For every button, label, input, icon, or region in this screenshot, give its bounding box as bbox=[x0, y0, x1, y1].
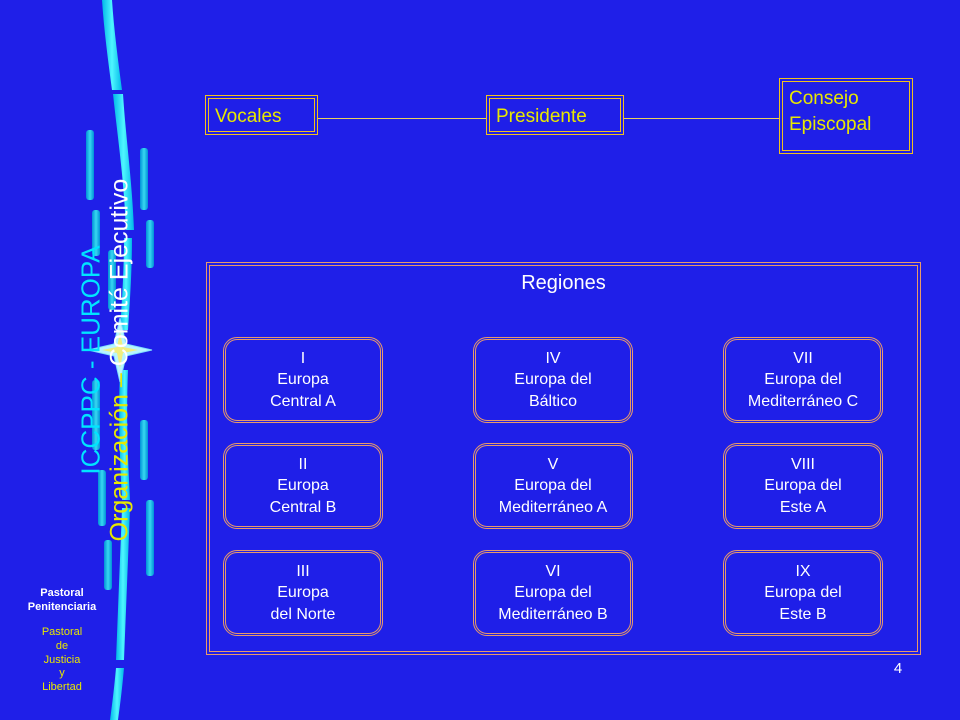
region-line: Europa bbox=[277, 584, 329, 602]
region-line: Central B bbox=[269, 498, 337, 516]
region-line: Europa del bbox=[764, 584, 842, 602]
region-numeral: VI bbox=[545, 562, 561, 580]
region-line: Europa del bbox=[764, 371, 842, 389]
region-numeral: I bbox=[300, 349, 306, 367]
side-subtitle-prefix: Organización – bbox=[105, 366, 134, 542]
regions-title: Regiones bbox=[521, 272, 606, 294]
region-line: Mediterráneo B bbox=[498, 605, 608, 623]
side-title: ICCPPC - EUROPA bbox=[75, 245, 106, 475]
region-line: Mediterráneo C bbox=[747, 392, 859, 410]
region-numeral: V bbox=[547, 455, 559, 473]
vocales-box: Vocales bbox=[205, 95, 318, 135]
footer-title-line: Penitenciaria bbox=[27, 601, 97, 614]
side-subtitle: Organización – Comité Ejecutivo bbox=[106, 179, 134, 542]
region-box: III Europa del Norte bbox=[223, 550, 383, 636]
region-line: Este B bbox=[779, 605, 827, 623]
region-line: Europa del bbox=[514, 584, 592, 602]
decorative-ribbons bbox=[86, 0, 154, 720]
region-numeral: III bbox=[296, 562, 310, 580]
region-numeral: IX bbox=[795, 562, 811, 580]
footer-sub-line: y bbox=[59, 667, 65, 680]
region-line: Europa bbox=[277, 477, 329, 495]
connector-line bbox=[624, 118, 780, 119]
region-box: VII Europa del Mediterráneo C bbox=[723, 337, 883, 423]
footer-sub-line: de bbox=[55, 639, 69, 652]
consejo-episcopal-box: Consejo Episcopal bbox=[779, 78, 913, 154]
consejo-label-line: Episcopal bbox=[789, 113, 872, 135]
footer-sub-line: Pastoral bbox=[41, 626, 83, 638]
footer-title: Pastoral Penitenciaria bbox=[0, 586, 124, 615]
region-box: II Europa Central B bbox=[223, 443, 383, 529]
region-line: Europa del bbox=[514, 477, 592, 495]
region-box: V Europa del Mediterráneo A bbox=[473, 443, 633, 529]
footer-subtitle: Pastoral de Justicia y Libertad bbox=[0, 626, 124, 695]
region-line: Mediterráneo A bbox=[498, 498, 608, 516]
region-box: I Europa Central A bbox=[223, 337, 383, 423]
regions-frame bbox=[206, 262, 921, 655]
side-title-block: ICCPPC - EUROPA Organización – Comité Ej… bbox=[75, 179, 134, 542]
vocales-label: Vocales bbox=[215, 106, 282, 127]
connector-line bbox=[318, 118, 486, 119]
region-line: del Norte bbox=[270, 605, 336, 623]
presidente-label: Presidente bbox=[496, 106, 587, 127]
presidente-box: Presidente bbox=[486, 95, 624, 135]
region-box: IV Europa del Báltico bbox=[473, 337, 633, 423]
region-numeral: VII bbox=[793, 349, 813, 367]
footer-title-line: Pastoral bbox=[40, 587, 84, 599]
footer-sub-line: Libertad bbox=[42, 681, 82, 693]
region-numeral: IV bbox=[545, 349, 561, 367]
region-line: Europa del bbox=[514, 371, 592, 389]
region-line: Europa del bbox=[764, 477, 842, 495]
region-line: Central A bbox=[270, 392, 336, 410]
side-subtitle-suffix: Comité Ejecutivo bbox=[105, 178, 134, 367]
region-line: Este A bbox=[779, 498, 827, 516]
region-line: Europa bbox=[277, 371, 329, 389]
region-numeral: VIII bbox=[790, 455, 815, 473]
footer-sub-line: Justicia bbox=[43, 653, 81, 666]
region-box: VIII Europa del Este A bbox=[723, 443, 883, 529]
region-line: Báltico bbox=[528, 392, 578, 410]
page-number: 4 bbox=[893, 660, 903, 677]
consejo-label-line: Consejo bbox=[789, 88, 859, 109]
region-box: VI Europa del Mediterráneo B bbox=[473, 550, 633, 636]
region-numeral: II bbox=[298, 455, 308, 473]
region-box: IX Europa del Este B bbox=[723, 550, 883, 636]
